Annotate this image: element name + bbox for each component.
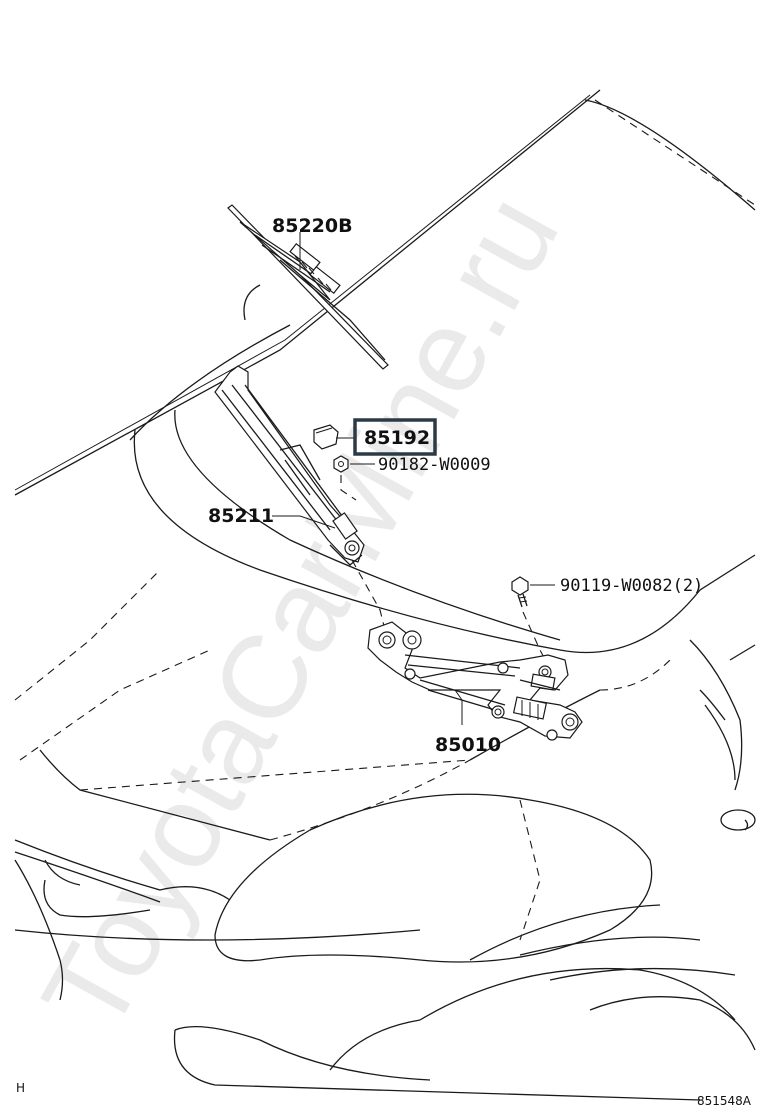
diagram-code: 851548A: [697, 1094, 752, 1108]
wiper-link-assembly[interactable]: [367, 621, 583, 741]
callout-leaders: [272, 232, 555, 725]
highlight-box: [353, 418, 437, 456]
part-label-85010[interactable]: 85010: [435, 734, 501, 756]
vehicle-outline: [14, 89, 756, 1101]
corner-mark-left: H: [16, 1081, 25, 1095]
wiper-cap[interactable]: [313, 424, 339, 450]
nut[interactable]: [333, 455, 349, 473]
part-label-90119-w0082[interactable]: 90119-W0082(2): [560, 576, 703, 596]
wiper-blade[interactable]: [227, 204, 389, 370]
bolt[interactable]: [511, 576, 529, 608]
part-label-85211[interactable]: 85211: [208, 505, 274, 527]
part-label-90182-w0009[interactable]: 90182-W0009: [378, 455, 491, 475]
watermark-text: ToyotaCarMine.ru: [17, 174, 584, 1053]
wiper-arm[interactable]: [214, 365, 365, 566]
part-label-85220b[interactable]: 85220B: [272, 215, 353, 237]
part-label-85192[interactable]: 85192: [364, 427, 430, 449]
